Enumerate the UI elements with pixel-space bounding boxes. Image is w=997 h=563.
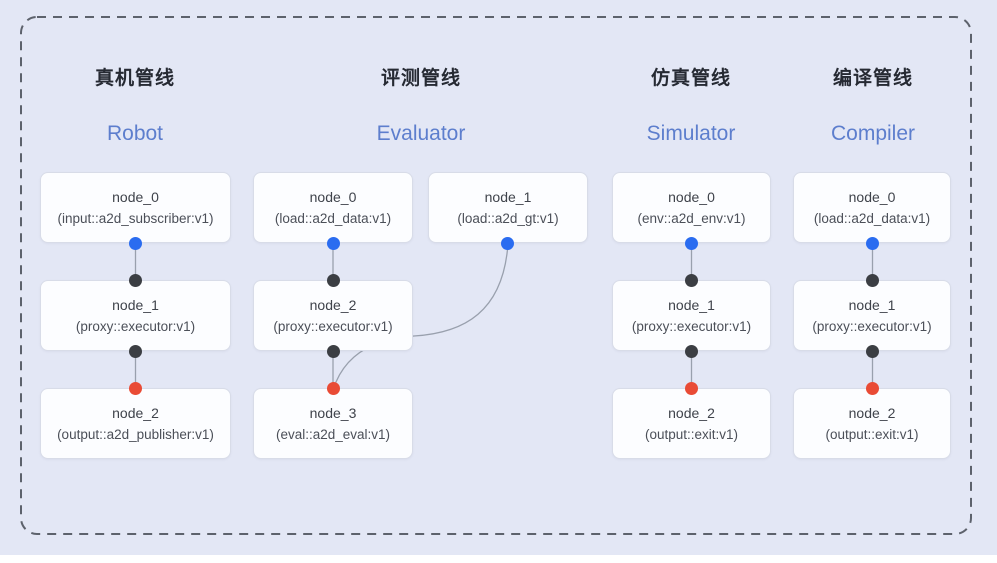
node-name: node_0 — [309, 188, 357, 205]
port-input-dot-red — [327, 382, 340, 395]
port-input-dot-black — [866, 274, 879, 287]
pipeline-title-zh-simulator: 仿真管线 — [650, 68, 731, 89]
node-type: (env::a2d_env:v1) — [637, 210, 746, 226]
node-robot-2: node_2 (output::a2d_publisher:v1) — [40, 388, 231, 459]
node-name: node_0 — [668, 188, 715, 205]
port-output-dot-blue — [866, 237, 879, 250]
node-name: node_1 — [848, 296, 896, 313]
node-name: node_3 — [309, 404, 357, 421]
node-type: (output::exit:v1) — [644, 426, 739, 442]
port-output-dot-black — [866, 345, 879, 358]
port-output-dot-black — [685, 345, 698, 358]
node-simulator-2: node_2 (output::exit:v1) — [612, 388, 771, 459]
node-name: node_0 — [848, 188, 896, 205]
node-type: (eval::a2d_eval:v1) — [275, 426, 391, 442]
node-evaluator-3: node_3 (eval::a2d_eval:v1) — [253, 388, 413, 459]
node-compiler-1: node_1 (proxy::executor:v1) — [793, 280, 951, 351]
node-compiler-0: node_0 (load::a2d_data:v1) — [793, 172, 951, 243]
pipeline-title-zh-evaluator: 评测管线 — [380, 68, 461, 89]
pipeline-title-zh-robot: 真机管线 — [94, 68, 175, 89]
node-type: (load::a2d_data:v1) — [274, 210, 392, 226]
node-name: node_2 — [112, 404, 159, 421]
port-input-dot-black — [685, 274, 698, 287]
node-name: node_1 — [484, 188, 532, 205]
node-type: (proxy::executor:v1) — [273, 318, 393, 334]
node-type: (load::a2d_data:v1) — [813, 210, 931, 226]
port-output-dot-black — [327, 345, 340, 358]
node-robot-0: node_0 (input::a2d_subscriber:v1) — [40, 172, 231, 243]
edge-eval-n1-n3-curve — [333, 243, 509, 388]
port-output-dot-blue — [129, 237, 142, 250]
node-name: node_2 — [668, 404, 715, 421]
node-type: (output::a2d_publisher:v1) — [57, 426, 214, 442]
port-output-dot-blue — [501, 237, 514, 250]
port-output-dot-black — [129, 345, 142, 358]
node-compiler-2: node_2 (output::exit:v1) — [793, 388, 951, 459]
node-type: (input::a2d_subscriber:v1) — [57, 210, 214, 226]
node-name: node_0 — [112, 188, 159, 205]
node-name: node_1 — [668, 296, 715, 313]
node-evaluator-0: node_0 (load::a2d_data:v1) — [253, 172, 413, 243]
node-evaluator-2: node_2 (proxy::executor:v1) — [253, 280, 413, 351]
port-input-dot-red — [685, 382, 698, 395]
port-input-dot-black — [327, 274, 340, 287]
port-input-dot-red — [129, 382, 142, 395]
port-input-dot-red — [866, 382, 879, 395]
node-simulator-0: node_0 (env::a2d_env:v1) — [612, 172, 771, 243]
pipeline-title-en-evaluator: Evaluator — [376, 122, 466, 145]
node-type: (load::a2d_gt:v1) — [457, 210, 559, 226]
node-type: (proxy::executor:v1) — [75, 318, 196, 334]
port-input-dot-black — [129, 274, 142, 287]
node-type: (output::exit:v1) — [825, 426, 919, 442]
node-robot-1: node_1 (proxy::executor:v1) — [40, 280, 231, 351]
port-output-dot-blue — [685, 237, 698, 250]
node-name: node_1 — [112, 296, 159, 313]
pipeline-title-en-simulator: Simulator — [646, 122, 736, 145]
node-type: (proxy::executor:v1) — [631, 318, 752, 334]
node-name: node_2 — [848, 404, 896, 421]
port-output-dot-blue — [327, 237, 340, 250]
pipeline-title-en-robot: Robot — [106, 122, 164, 145]
pipeline-title-en-compiler: Compiler — [830, 122, 916, 145]
node-name: node_2 — [309, 296, 357, 313]
node-simulator-1: node_1 (proxy::executor:v1) — [612, 280, 771, 351]
node-type: (proxy::executor:v1) — [812, 318, 932, 334]
pipeline-title-zh-compiler: 编译管线 — [832, 68, 913, 89]
node-evaluator-1: node_1 (load::a2d_gt:v1) — [428, 172, 588, 243]
dashed-frame — [20, 16, 972, 535]
